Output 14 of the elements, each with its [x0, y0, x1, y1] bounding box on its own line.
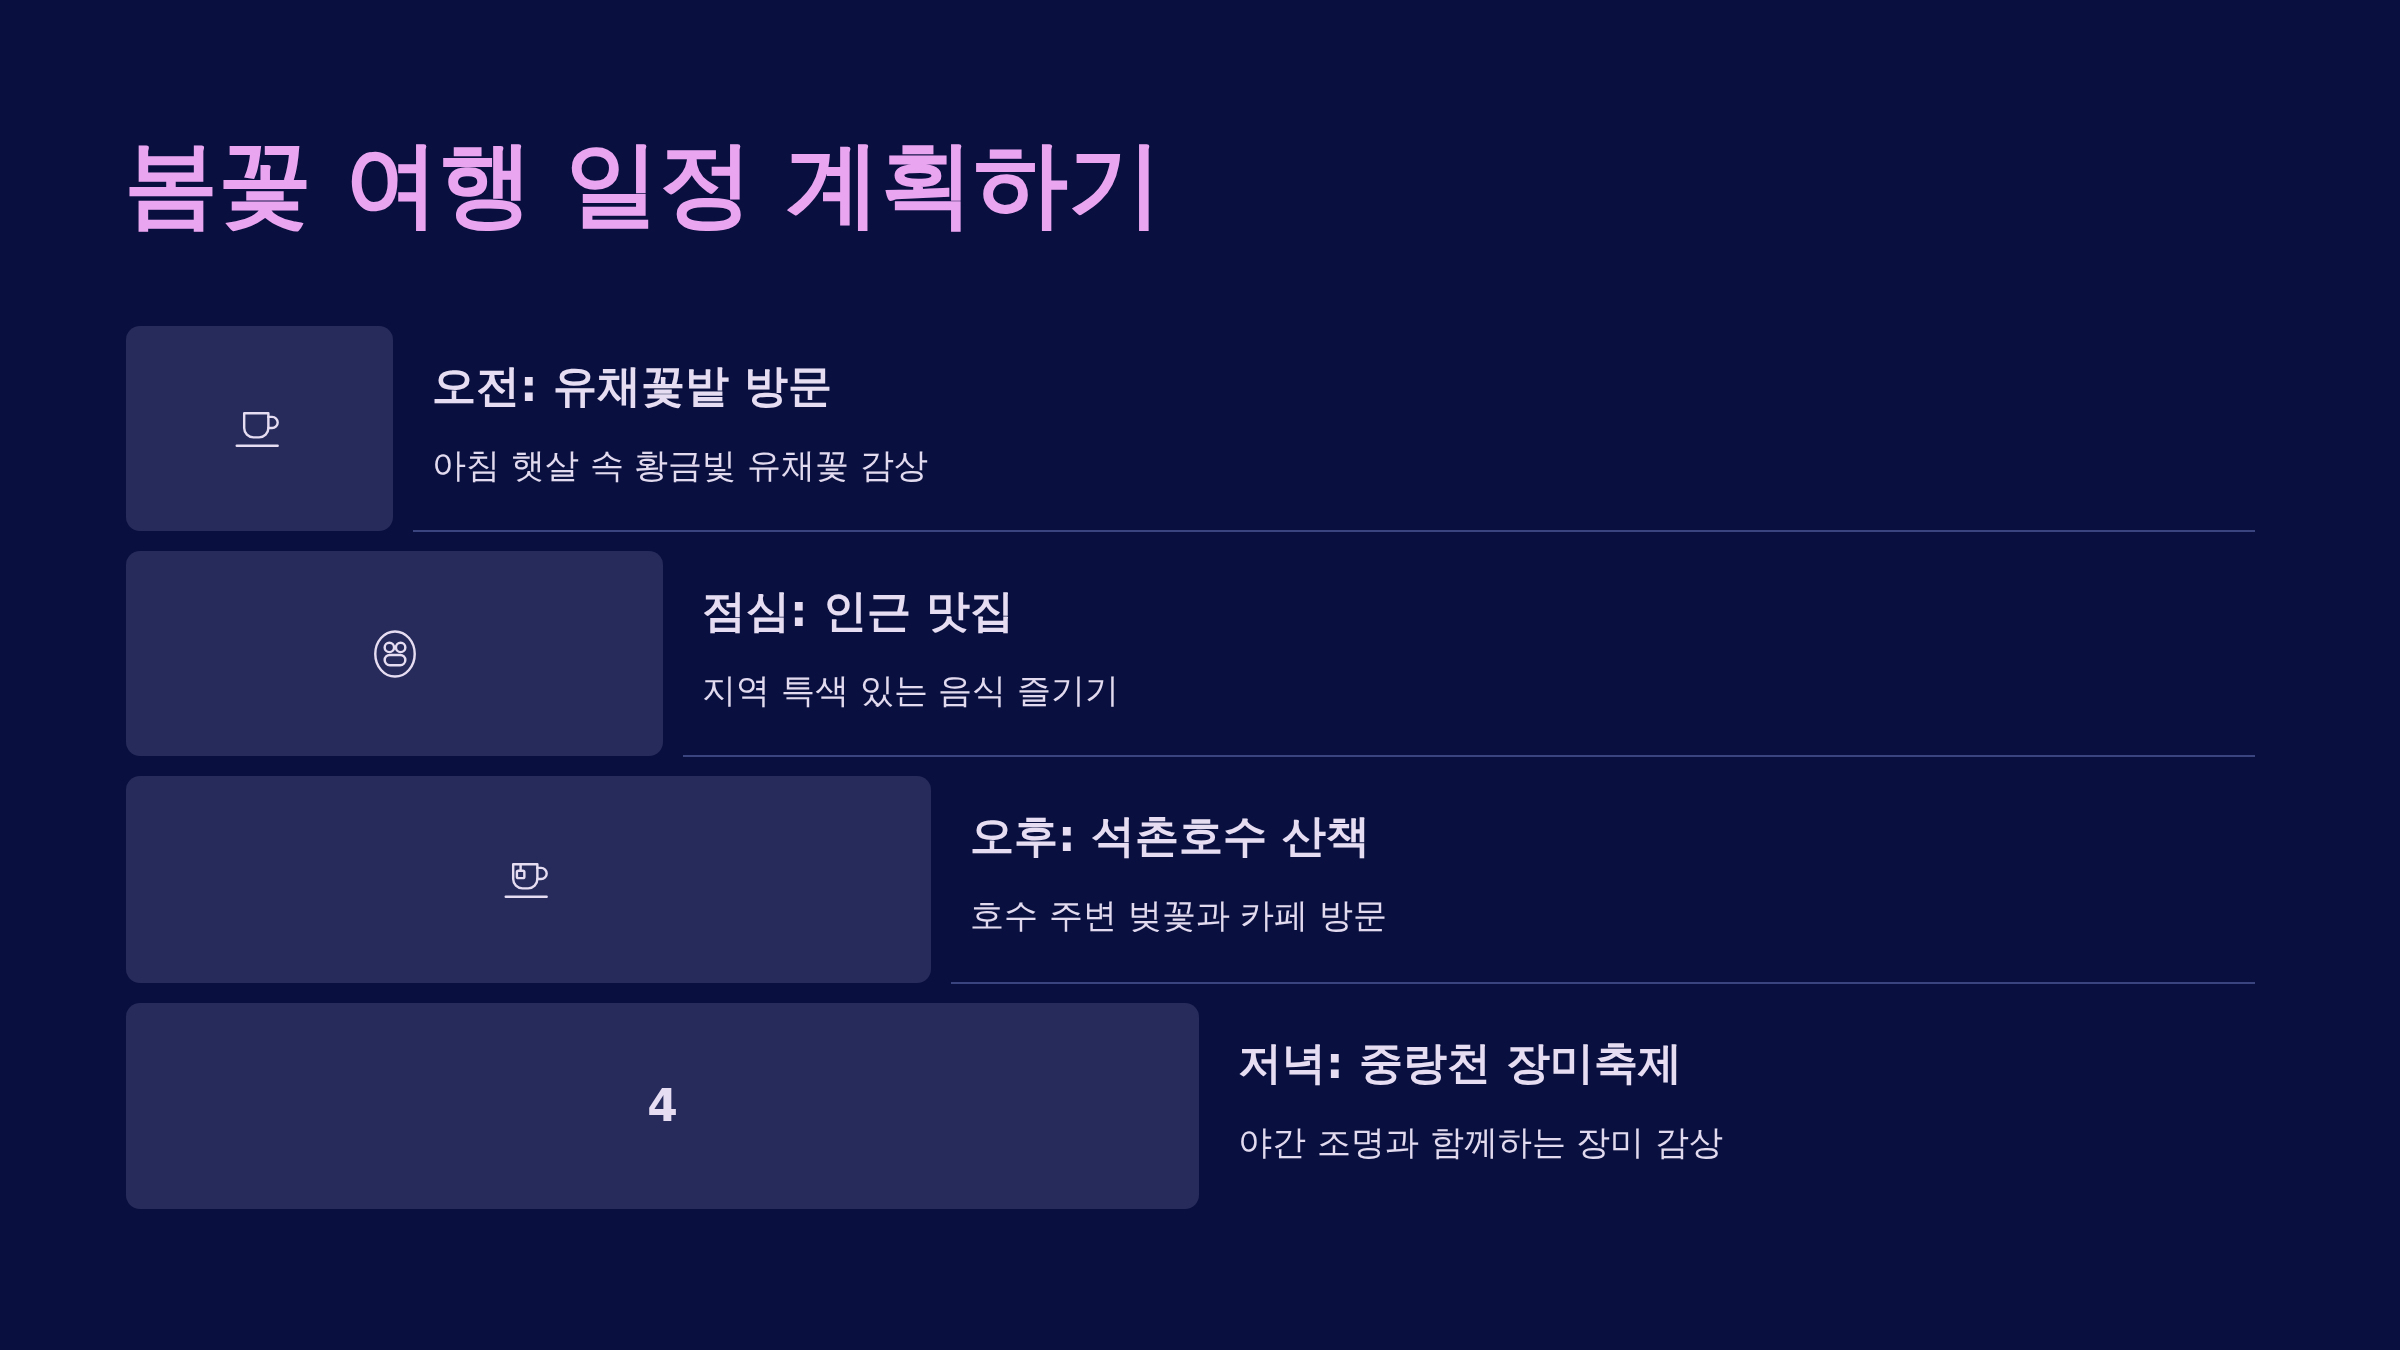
- step-bar: [126, 776, 931, 983]
- step-description: 호수 주변 벚꽃과 카페 방문: [970, 895, 1388, 936]
- title: 봄꽃 여행 일정 계획하기: [124, 128, 1163, 240]
- step-heading: 점심: 인근 맛집: [702, 585, 1015, 638]
- step-heading: 오후: 석촌호수 산책: [970, 810, 1371, 863]
- step-bar: [126, 1003, 1199, 1209]
- step-description: 지역 특색 있는 음식 즐기기: [702, 670, 1120, 711]
- step-description: 아침 햇살 속 황금빛 유채꽃 감상: [432, 445, 929, 486]
- step-bar: [126, 551, 663, 756]
- step-description: 야간 조명과 함께하는 장미 감상: [1238, 1122, 1724, 1163]
- step-bar: [126, 326, 393, 531]
- step-heading: 저녁: 중랑천 장미축제: [1238, 1037, 1683, 1090]
- step-heading: 오전: 유채꽃밭 방문: [432, 360, 833, 413]
- step-number: 4: [647, 1081, 678, 1131]
